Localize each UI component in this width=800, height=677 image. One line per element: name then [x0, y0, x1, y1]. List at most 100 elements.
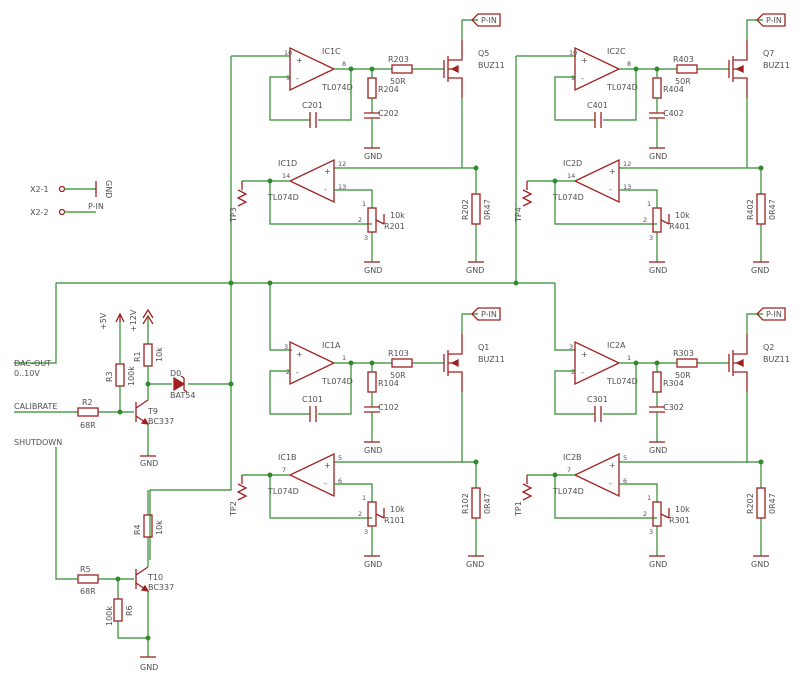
- pot-wiper: [660, 508, 670, 519]
- mosfet-part: BUZ11: [478, 61, 505, 70]
- t10-gnd-label: GND: [140, 663, 158, 672]
- pin-flag: [756, 307, 786, 321]
- gate-resistor: [391, 64, 413, 74]
- junction: [267, 178, 273, 184]
- pot-wire: [619, 189, 658, 262]
- gate-resistor-label: R103: [388, 349, 409, 358]
- mosfet-arrow: [450, 64, 459, 74]
- bus-to-ic2a: [554, 283, 576, 351]
- test-point-label: TP2: [229, 501, 238, 517]
- t10-arrow: [140, 584, 150, 592]
- pin-label: 6: [338, 477, 342, 485]
- pin-label: 1: [362, 200, 366, 208]
- pot-value: 10k: [675, 505, 690, 514]
- ic-bottom-label: IC2D: [563, 159, 582, 168]
- pin-label: 3: [649, 234, 653, 242]
- plus-sign: +: [296, 56, 303, 65]
- pin-flag: [756, 13, 786, 27]
- cap-feedback: [309, 112, 317, 128]
- opamp-bottom: [573, 452, 620, 498]
- junction: [552, 472, 558, 478]
- d0-bar: [180, 375, 188, 393]
- d0-part: BAT54: [170, 391, 195, 400]
- pin-label: 3: [569, 343, 573, 351]
- t9-gnd-label: GND: [140, 459, 158, 468]
- cap-feedback-label: C201: [302, 101, 323, 110]
- pin-label: 9: [286, 74, 290, 82]
- potentiometer: [367, 207, 377, 233]
- t10-part: BC337: [148, 583, 174, 592]
- r2-value: 68R: [80, 421, 96, 430]
- pin-label: 2: [643, 216, 647, 224]
- dac-range-label: 0..10V: [14, 369, 40, 378]
- pin-label: 1: [627, 354, 631, 362]
- pot-wiper: [660, 214, 670, 225]
- pin-label: 10: [284, 49, 292, 57]
- pin-label: 2: [358, 216, 362, 224]
- gnd-label: GND: [649, 446, 667, 455]
- channel-d: 10 9 8 + - IC2C TL074D R403 50R R404 C40…: [514, 13, 790, 275]
- pin-label: 10: [569, 49, 577, 57]
- feedback-wire: [554, 69, 637, 121]
- x2-1-label: X2-1: [30, 185, 49, 194]
- pot-wire: [334, 483, 373, 556]
- pin-label: 12: [623, 160, 631, 168]
- minus-sign: -: [296, 74, 299, 83]
- r6-wire: [117, 579, 148, 639]
- plus-sign: +: [324, 461, 331, 470]
- ic-bottom-part: TL074D: [552, 487, 584, 496]
- r5-resistor: [77, 574, 99, 584]
- x2-pin-label: P-IN: [88, 202, 104, 211]
- gate-resistor-value: 50R: [390, 371, 406, 380]
- gate-resistor-value: 50R: [390, 77, 406, 86]
- pot-value: 10k: [675, 211, 690, 220]
- minus-sign: -: [609, 479, 612, 488]
- mosfet-arrow: [450, 358, 459, 368]
- gnd-label: GND: [649, 560, 667, 569]
- cap-gate-label: C102: [378, 403, 399, 412]
- gnd-label: GND: [466, 560, 484, 569]
- pin-label: 2: [286, 368, 290, 376]
- sense-resistor-value: 0R47: [768, 199, 777, 220]
- mosfet: [443, 334, 463, 392]
- source-wire: [461, 98, 477, 262]
- plus5-arrow: [115, 312, 125, 323]
- test-point: [521, 181, 533, 207]
- opamp-top: [289, 340, 336, 386]
- mosfet-label: Q5: [478, 49, 489, 58]
- ic-top-part: TL074D: [321, 83, 353, 92]
- junction: [115, 576, 121, 582]
- plus12-label: +12V: [129, 309, 138, 332]
- gnd-label: GND: [364, 560, 382, 569]
- pin-flag-label: P-IN: [481, 16, 497, 25]
- cap-feedback: [594, 112, 602, 128]
- potentiometer: [652, 207, 662, 233]
- sense-resistor: [471, 193, 481, 225]
- potentiometer: [652, 501, 662, 527]
- opamp-bottom-out: [242, 180, 372, 225]
- test-point: [521, 475, 533, 501]
- pin-flag-label: P-IN: [481, 310, 497, 319]
- mosfet: [728, 40, 748, 98]
- x2-1-pad: [58, 185, 66, 193]
- opamp-top: [289, 46, 336, 92]
- pin-label: 1: [647, 494, 651, 502]
- opamp-bottom-out: [527, 180, 657, 225]
- pin-label: 14: [282, 172, 290, 180]
- ic-bottom-label: IC1D: [278, 159, 297, 168]
- cap-gate-label: C402: [663, 109, 684, 118]
- test-point-label: TP1: [514, 501, 523, 517]
- ic-top-part: TL074D: [606, 83, 638, 92]
- pin-label: 13: [623, 183, 631, 191]
- minus-sign: -: [581, 74, 584, 83]
- gnd-label: GND: [649, 152, 667, 161]
- opamp-bottom-out: [242, 474, 372, 519]
- cap-gate-label: C302: [663, 403, 684, 412]
- junction: [758, 165, 764, 171]
- cap-feedback-label: C401: [587, 101, 608, 110]
- pin-flag: [471, 13, 501, 27]
- gnd-label: GND: [751, 266, 769, 275]
- dac-out-wire: [14, 283, 57, 364]
- sense-resistor-value: 0R47: [768, 493, 777, 514]
